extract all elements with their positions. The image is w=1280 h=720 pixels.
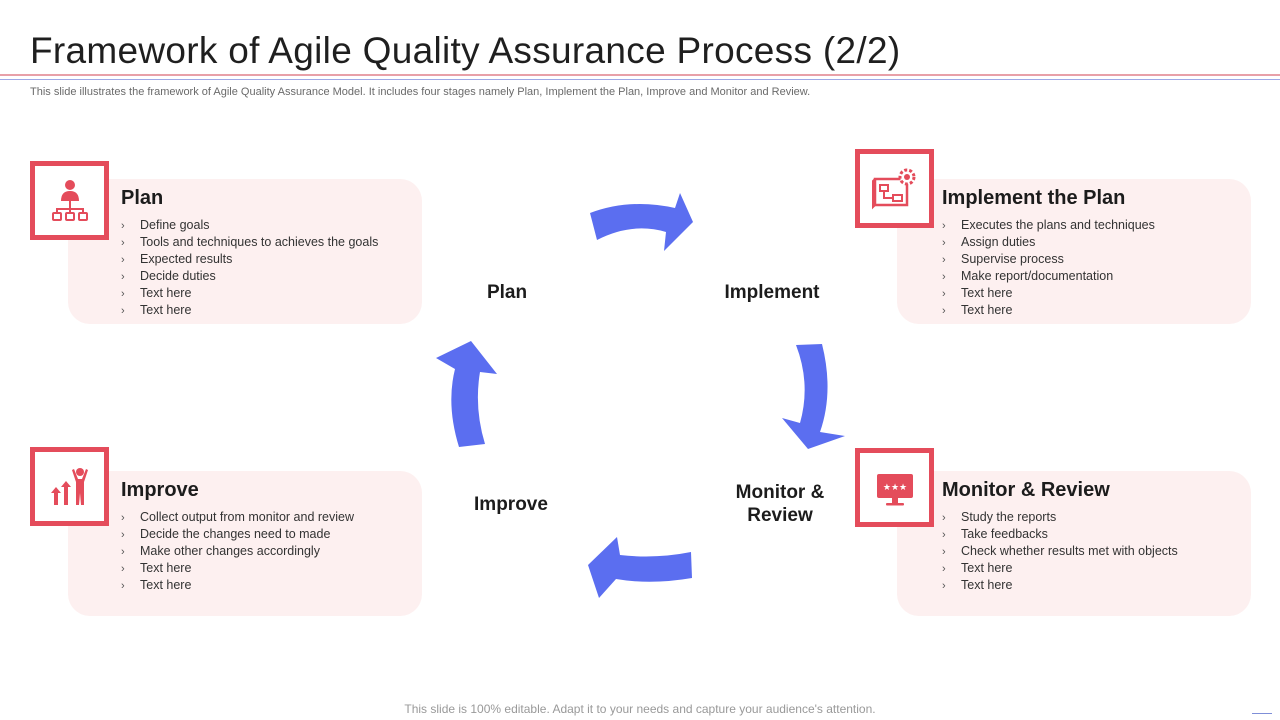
implement-card [897, 179, 1251, 324]
list-item: ›Text here [121, 578, 192, 592]
cycle-label-plan: Plan [486, 282, 528, 303]
list-item: ›Tools and techniques to achieves the go… [121, 235, 379, 249]
arrow-implement-to-monitor [782, 344, 845, 449]
list-item: ›Make report/documentation [942, 269, 1114, 283]
chevron-right-icon: › [942, 305, 946, 317]
list-item: ›Text here [121, 286, 192, 300]
improve-icon-box [30, 447, 109, 526]
chevron-right-icon: › [942, 254, 946, 266]
svg-text:★★★: ★★★ [882, 483, 906, 493]
chevron-right-icon: › [121, 237, 125, 249]
cycle-label-monitor: Monitor & Review [720, 481, 840, 527]
growth-person-icon [50, 467, 88, 505]
list-item: ›Text here [121, 303, 192, 317]
cycle-label-improve: Improve [474, 494, 548, 515]
list-item: ›Text here [942, 561, 1013, 575]
cycle-label-monitor-line1: Monitor & [735, 482, 825, 503]
chevron-right-icon: › [121, 546, 125, 558]
plan-card [68, 179, 422, 324]
list-item: ›Text here [942, 303, 1013, 317]
chevron-right-icon: › [942, 237, 946, 249]
list-item: ›Decide duties [121, 269, 216, 283]
chevron-right-icon: › [121, 271, 125, 283]
implement-icon-box [855, 149, 934, 228]
monitor-rating-icon: ★★★ [876, 473, 913, 505]
slide-footer: This slide is 100% editable. Adapt it to… [404, 702, 876, 716]
title-divider-bottom [0, 79, 1280, 80]
plan-card-title: Plan [121, 187, 164, 209]
monitor-icon-box: ★★★ [855, 448, 934, 527]
list-item: ›Decide the changes need to made [121, 527, 331, 541]
list-item: ›Check whether results met with objects [942, 544, 1178, 558]
list-item: ›Collect output from monitor and review [121, 510, 354, 524]
blueprint-gear-icon [871, 168, 915, 209]
implement-card-title: Implement the Plan [942, 187, 1126, 209]
hierarchy-person-icon [51, 179, 88, 221]
chevron-right-icon: › [942, 512, 946, 524]
cycle-label-monitor-line2: Review [747, 505, 813, 526]
list-item: ›Supervise process [942, 252, 1064, 266]
list-item: ›Study the reports [942, 510, 1057, 524]
chevron-right-icon: › [942, 529, 946, 541]
implement-bullet-list: ›Executes the plans and techniques ›Assi… [942, 217, 1155, 319]
list-item: ›Make other changes accordingly [121, 544, 320, 558]
chevron-right-icon: › [121, 305, 125, 317]
chevron-right-icon: › [121, 512, 125, 524]
arrow-plan-to-implement [590, 193, 693, 251]
chevron-right-icon: › [121, 529, 125, 541]
title-divider-top [0, 74, 1280, 76]
chevron-right-icon: › [942, 546, 946, 558]
arrow-improve-to-plan [436, 341, 497, 447]
chevron-right-icon: › [942, 271, 946, 283]
chevron-right-icon: › [942, 288, 946, 300]
list-item: ›Expected results [121, 252, 233, 266]
slide-subtitle: This slide illustrates the framework of … [30, 86, 811, 98]
chevron-right-icon: › [121, 563, 125, 575]
improve-card [68, 471, 422, 616]
monitor-card-title: Monitor & Review [942, 479, 1110, 501]
arrow-monitor-to-improve [588, 537, 692, 598]
plan-icon-box [30, 161, 109, 240]
monitor-bullet-list: ›Study the reports ›Take feedbacks ›Chec… [942, 509, 1178, 594]
chevron-right-icon: › [121, 254, 125, 266]
list-item: ›Executes the plans and techniques [942, 218, 1155, 232]
chevron-right-icon: › [942, 220, 946, 232]
corner-mark [1252, 713, 1272, 714]
chevron-right-icon: › [121, 580, 125, 592]
cycle-label-implement: Implement [724, 282, 820, 303]
list-item: ›Assign duties [942, 235, 1036, 249]
list-item: ›Text here [942, 286, 1013, 300]
list-item: ›Take feedbacks [942, 527, 1048, 541]
monitor-card [897, 471, 1251, 616]
chevron-right-icon: › [942, 580, 946, 592]
improve-card-title: Improve [121, 479, 199, 501]
chevron-right-icon: › [942, 563, 946, 575]
chevron-right-icon: › [121, 220, 125, 232]
list-item: ›Define goals [121, 218, 210, 232]
plan-bullet-list: ›Define goals ›Tools and techniques to a… [121, 217, 378, 319]
slide-title: Framework of Agile Quality Assurance Pro… [30, 30, 901, 71]
improve-bullet-list: ›Collect output from monitor and review … [121, 509, 354, 594]
list-item: ›Text here [942, 578, 1013, 592]
chevron-right-icon: › [121, 288, 125, 300]
list-item: ›Text here [121, 561, 192, 575]
